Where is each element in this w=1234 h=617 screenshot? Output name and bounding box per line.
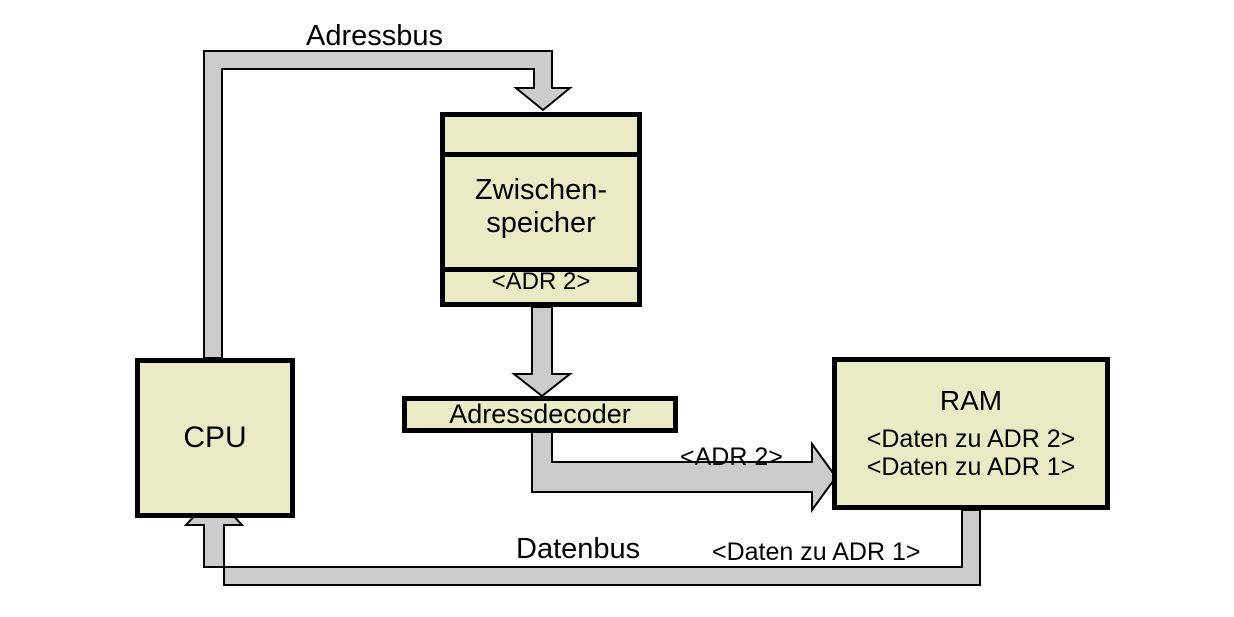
node-ram[interactable]: RAM <Daten zu ADR 2> <Daten zu ADR 1> (832, 357, 1110, 510)
label-adressbus: Adressbus (306, 20, 444, 52)
node-cpu-label: CPU (183, 420, 247, 454)
node-adressdecoder[interactable]: Adressdecoder (402, 396, 678, 433)
zwischenspeicher-cell-bottom: <ADR 2> (445, 262, 637, 302)
adressbus-path (203, 50, 573, 359)
zwischenspeicher-divider-1 (445, 152, 637, 157)
node-ram-row-1: <Daten zu ADR 2> (866, 424, 1076, 453)
node-ram-title: RAM (939, 385, 1003, 417)
zwischenspeicher-line1: Zwischen- (474, 173, 608, 206)
zwischenspeicher-cell-top (445, 117, 637, 152)
zwischenspeicher-divider-2 (445, 267, 637, 272)
zwischenspeicher-adr-label: <ADR 2> (491, 268, 591, 296)
label-datenbus: Datenbus (516, 533, 641, 565)
node-ram-row-2: <Daten zu ADR 1> (866, 453, 1076, 482)
speicher-to-decoder-path (511, 306, 573, 398)
zwischenspeicher-line2: speicher (486, 207, 596, 239)
decoder-to-ram-path (531, 431, 838, 514)
node-zwischenspeicher[interactable]: Zwischen- speicher <ADR 2> (440, 112, 642, 307)
label-datenbus-payload: <Daten zu ADR 1> (712, 538, 921, 566)
label-decoder-to-ram: <ADR 2> (680, 443, 783, 471)
node-cpu[interactable]: CPU (135, 358, 295, 518)
node-adressdecoder-label: Adressdecoder (449, 399, 631, 430)
zwischenspeicher-cell-middle: Zwischen- speicher (445, 152, 637, 262)
